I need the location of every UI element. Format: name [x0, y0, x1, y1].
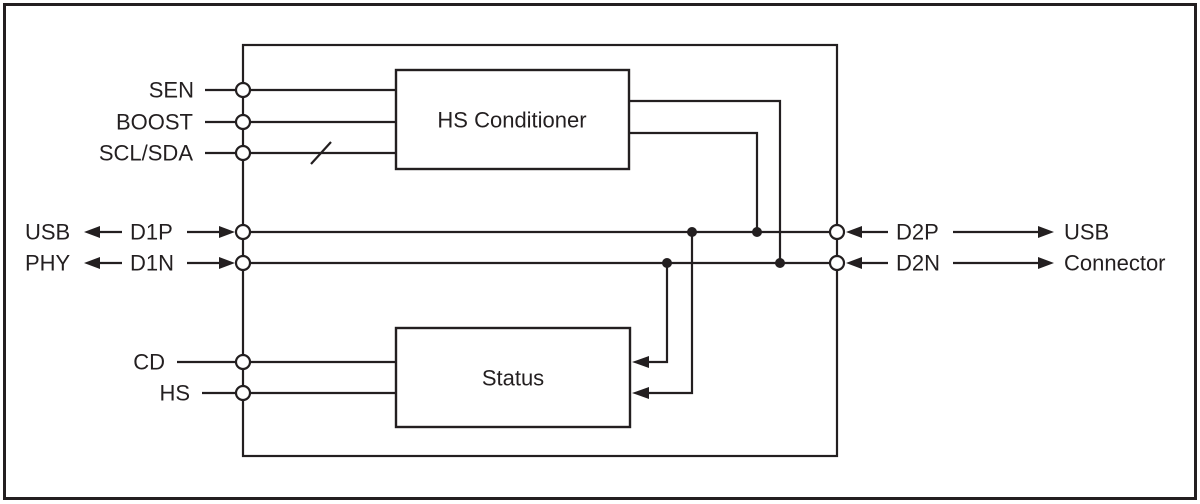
d1n-pin-label: D1N [130, 251, 174, 276]
junction-dot [662, 258, 672, 268]
usb-connector-label-line1: USB [1064, 220, 1109, 245]
arrow-left-icon [632, 387, 649, 399]
d2p-external-arrows [846, 226, 1054, 238]
d2n-to-status-wire [648, 263, 669, 364]
hs-pin-circle [234, 384, 252, 402]
arrow-left-icon [84, 257, 100, 269]
d1p-pin-label: D1P [130, 220, 173, 245]
device-outline [241, 43, 839, 458]
d1p-external-arrows [84, 226, 235, 238]
status-input-routing [632, 232, 694, 399]
scl-sda-net [205, 141, 396, 165]
boost-pin-circle [234, 113, 252, 131]
d1p-pin-circle [234, 223, 252, 241]
boost-pin-label: BOOST [116, 110, 193, 135]
hs-conditioner-output-routing [629, 99, 782, 263]
usb-phy-label-line1: USB [25, 220, 70, 245]
d1n-pin-circle [234, 254, 252, 272]
hs-conditioner-block [394, 68, 631, 171]
d2n-external-arrows [846, 257, 1054, 269]
usb-connector-label-line2: Connector [1064, 251, 1166, 276]
status-block [394, 326, 632, 429]
scl-sda-pin-circle [234, 144, 252, 162]
arrow-right-icon [219, 226, 235, 238]
status-label: Status [482, 366, 544, 391]
junction-dot [752, 227, 762, 237]
arrow-left-icon [632, 356, 649, 368]
hs-pin-label: HS [159, 381, 190, 406]
scl-sda-pin-label: SCL/SDA [99, 141, 193, 166]
arrow-left-icon [84, 226, 100, 238]
d1n-external-arrows [84, 257, 235, 269]
figure-border [3, 3, 1197, 500]
hs-conditioner-label: HS Conditioner [437, 108, 586, 133]
junction-dot [775, 258, 785, 268]
d2p-pin-circle [828, 223, 846, 241]
d2p-pin-label: D2P [896, 220, 939, 245]
arrow-left-icon [846, 257, 862, 269]
arrow-right-icon [1038, 226, 1054, 238]
d2n-pin-label: D2N [896, 251, 940, 276]
sen-pin-label: SEN [149, 78, 194, 103]
arrow-left-icon [846, 226, 862, 238]
hs-cond-output-to-d2n-wire [629, 99, 782, 263]
d2p-to-status-wire [648, 232, 694, 395]
hs-cond-output-to-d2p-wire [629, 131, 759, 232]
sen-pin-circle [234, 81, 252, 99]
junction-dot [687, 227, 697, 237]
bus-slash-icon [310, 141, 332, 165]
arrow-right-icon [1038, 257, 1054, 269]
cd-pin-circle [234, 353, 252, 371]
cd-pin-label: CD [133, 350, 165, 375]
usb-phy-label-line2: PHY [25, 251, 71, 276]
d2n-pin-circle [828, 254, 846, 272]
arrow-right-icon [219, 257, 235, 269]
